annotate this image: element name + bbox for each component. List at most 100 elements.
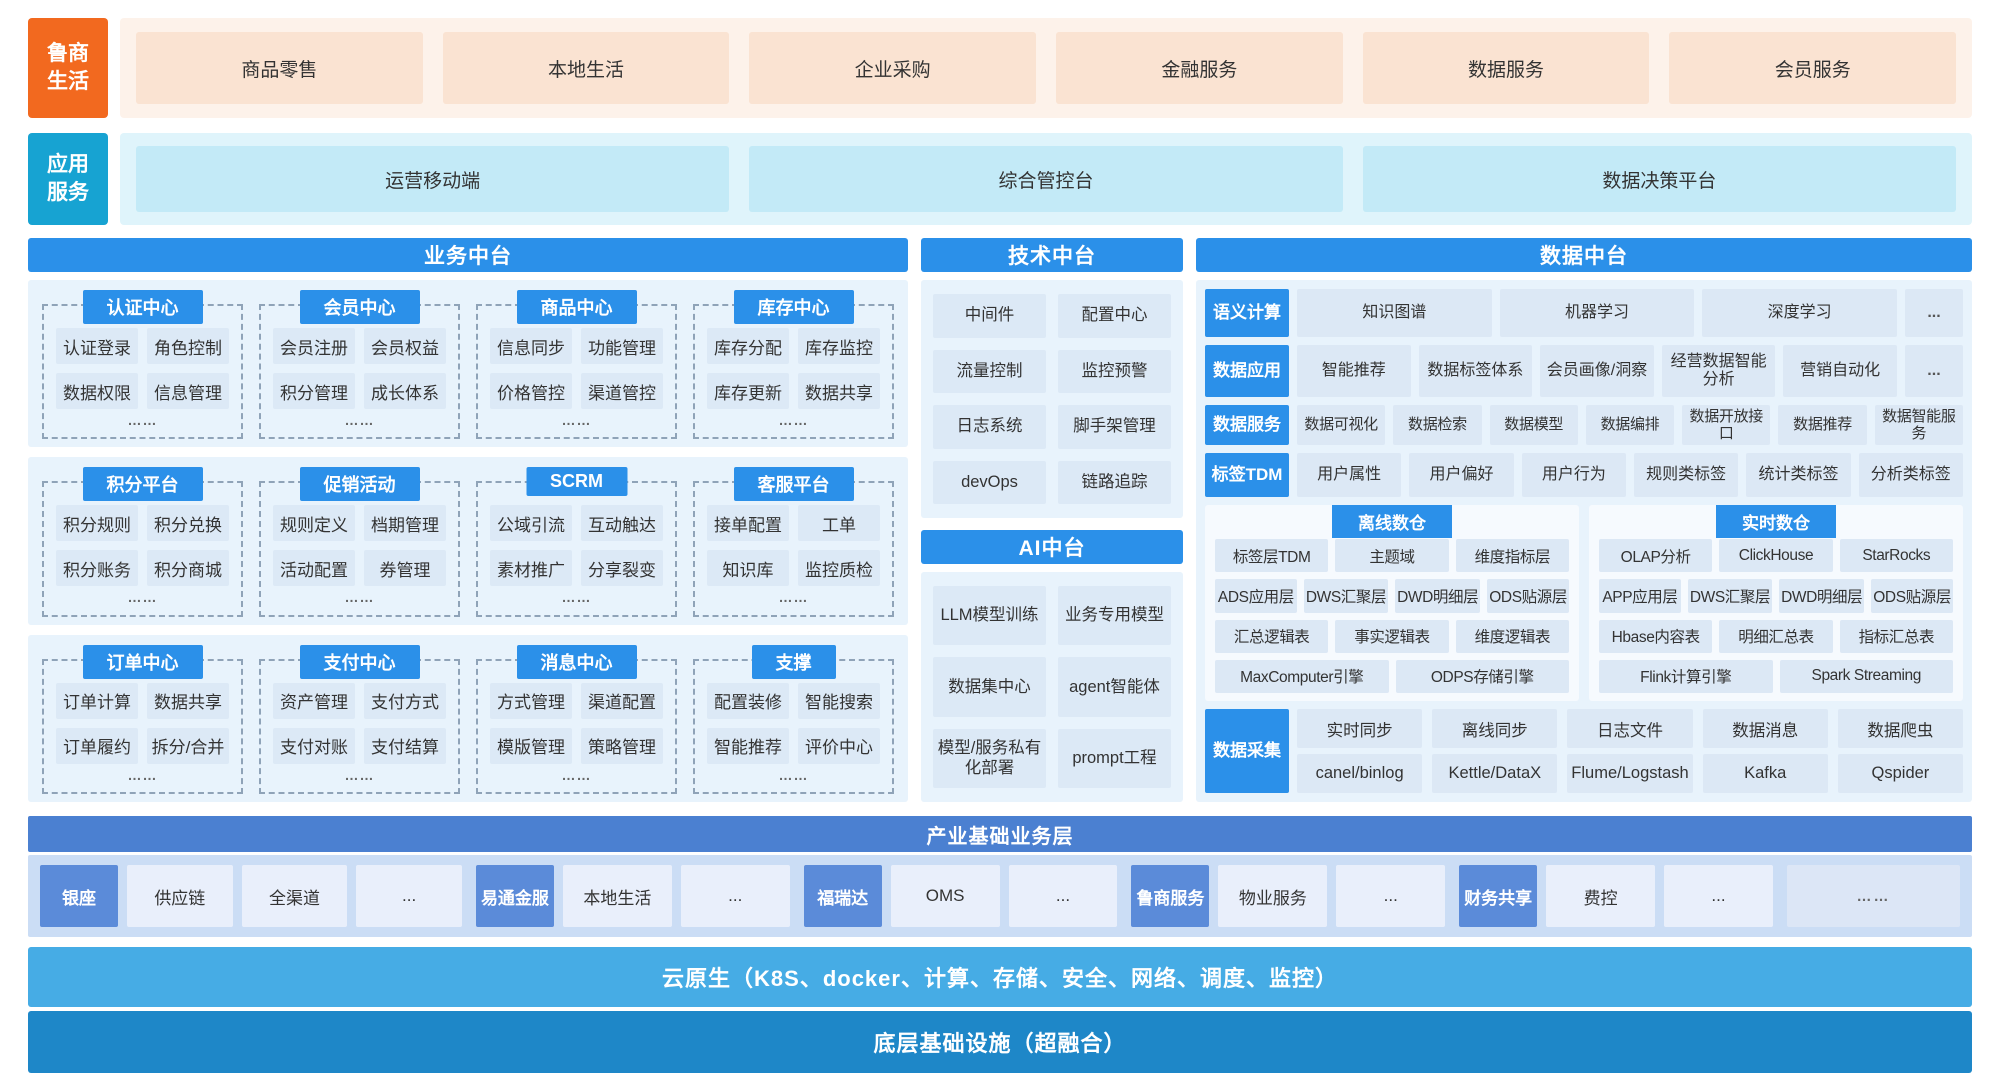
group-item[interactable]: 会员注册 <box>273 328 355 364</box>
group-item[interactable]: 接单配置 <box>707 505 789 542</box>
group-item[interactable]: 库存更新 <box>707 373 789 409</box>
group-item[interactable]: 积分商城 <box>147 550 229 587</box>
data-item[interactable]: 数据推荐 <box>1778 405 1867 445</box>
data-item[interactable]: 会员画像/洞察 <box>1540 345 1654 397</box>
group-item[interactable]: 工单 <box>798 505 880 542</box>
data-item[interactable]: 营销自动化 <box>1783 345 1897 397</box>
tech-item[interactable]: 脚手架管理 <box>1058 405 1171 449</box>
warehouse-item[interactable]: 维度指标层 <box>1455 539 1569 573</box>
group-item[interactable]: 策略管理 <box>581 727 663 764</box>
collection-bottom-item[interactable]: Kettle/DataX <box>1432 754 1558 793</box>
data-item[interactable]: 经营数据智能分析 <box>1661 345 1776 397</box>
group-item[interactable]: 支付结算 <box>364 727 446 764</box>
data-item[interactable]: 数据检索 <box>1393 405 1482 445</box>
group-item[interactable]: 价格管控 <box>490 373 572 409</box>
industry-item[interactable]: 本地生活 <box>562 865 672 927</box>
group-item[interactable]: 公域引流 <box>490 505 572 542</box>
collection-top-item[interactable]: 离线同步 <box>1432 709 1558 748</box>
group-item[interactable]: 监控质检 <box>798 550 880 587</box>
group-item[interactable]: 资产管理 <box>273 682 355 719</box>
group-item[interactable]: 订单履约 <box>56 727 138 764</box>
data-item[interactable]: 用户偏好 <box>1409 453 1514 497</box>
collection-bottom-item[interactable]: canel/binlog <box>1297 754 1423 793</box>
group-item[interactable]: 功能管理 <box>581 328 663 364</box>
ai-item[interactable]: 业务专用模型 <box>1058 586 1171 646</box>
data-item[interactable]: 分析类标签 <box>1858 453 1963 497</box>
tech-item[interactable]: 监控预警 <box>1058 349 1171 393</box>
group-item[interactable]: 认证登录 <box>56 328 138 364</box>
warehouse-item[interactable]: DWS汇聚层 <box>1303 579 1389 613</box>
industry-item[interactable]: 全渠道 <box>241 865 348 927</box>
group-item[interactable]: 信息管理 <box>147 373 229 409</box>
warehouse-item[interactable]: 汇总逻辑表 <box>1215 619 1329 653</box>
tech-item[interactable]: 链路追踪 <box>1058 460 1171 504</box>
ai-item[interactable]: agent智能体 <box>1058 657 1171 717</box>
industry-item[interactable]: ... <box>680 865 790 927</box>
warehouse-item[interactable]: 维度逻辑表 <box>1455 619 1569 653</box>
tech-item[interactable]: devOps <box>933 460 1046 504</box>
data-item[interactable]: 知识图谱 <box>1297 289 1492 337</box>
warehouse-item[interactable]: ODPS存储引擎 <box>1395 659 1569 693</box>
data-item[interactable]: ... <box>1905 289 1964 337</box>
group-item[interactable]: 订单计算 <box>56 682 138 719</box>
warehouse-item[interactable]: ODS贴源层 <box>1871 579 1954 613</box>
data-item[interactable]: 用户行为 <box>1521 453 1626 497</box>
group-item[interactable]: 券管理 <box>364 550 446 587</box>
warehouse-item[interactable]: OLAP分析 <box>1599 539 1713 573</box>
group-item[interactable]: 智能推荐 <box>707 727 789 764</box>
ai-item[interactable]: LLM模型训练 <box>933 586 1046 646</box>
data-item[interactable]: ... <box>1904 345 1963 397</box>
warehouse-item[interactable]: 明细汇总表 <box>1719 619 1833 653</box>
group-item[interactable]: 知识库 <box>707 550 789 587</box>
group-item[interactable]: 模版管理 <box>490 727 572 764</box>
warehouse-item[interactable]: APP应用层 <box>1599 579 1681 613</box>
group-item[interactable]: 积分规则 <box>56 505 138 542</box>
data-item[interactable]: 统计类标签 <box>1746 453 1851 497</box>
warehouse-item[interactable]: 标签层TDM <box>1215 539 1329 573</box>
group-item[interactable]: 渠道配置 <box>581 682 663 719</box>
data-item[interactable]: 数据标签体系 <box>1418 345 1533 397</box>
data-item[interactable]: 数据智能服务 <box>1874 405 1963 445</box>
tech-item[interactable]: 流量控制 <box>933 349 1046 393</box>
industry-item[interactable]: 费控 <box>1546 865 1656 927</box>
collection-bottom-item[interactable]: Flume/Logstash <box>1567 754 1693 793</box>
warehouse-item[interactable]: Spark Streaming <box>1779 659 1953 693</box>
group-item[interactable]: 方式管理 <box>490 682 572 719</box>
app-service-item[interactable]: 数据决策平台 <box>1362 146 1956 212</box>
warehouse-item[interactable]: ODS贴源层 <box>1487 579 1570 613</box>
group-item[interactable]: 数据共享 <box>147 682 229 719</box>
data-item[interactable]: 深度学习 <box>1702 289 1898 337</box>
brand-tab[interactable]: 数据服务 <box>1362 32 1650 104</box>
warehouse-item[interactable]: 主题域 <box>1335 539 1449 573</box>
data-item[interactable]: 数据编排 <box>1585 405 1675 445</box>
data-item[interactable]: 用户属性 <box>1297 453 1402 497</box>
brand-tab[interactable]: 本地生活 <box>442 32 730 104</box>
group-item[interactable]: 智能搜索 <box>798 682 880 719</box>
industry-item[interactable]: 供应链 <box>127 865 233 927</box>
data-item[interactable]: 数据开放接口 <box>1682 405 1771 445</box>
collection-bottom-item[interactable]: Kafka <box>1702 754 1828 793</box>
group-item[interactable]: 互动触达 <box>581 505 663 542</box>
app-service-item[interactable]: 运营移动端 <box>136 146 730 212</box>
tech-item[interactable]: 日志系统 <box>933 405 1046 449</box>
group-item[interactable]: 评价中心 <box>798 727 880 764</box>
group-item[interactable]: 数据共享 <box>798 373 880 409</box>
group-item[interactable]: 数据权限 <box>56 373 138 409</box>
warehouse-item[interactable]: DWD明细层 <box>1395 579 1481 613</box>
group-item[interactable]: 支付对账 <box>273 727 355 764</box>
group-item[interactable]: 积分管理 <box>273 373 355 409</box>
app-service-item[interactable]: 综合管控台 <box>749 146 1343 212</box>
data-item[interactable]: 数据可视化 <box>1297 405 1386 445</box>
brand-tab[interactable]: 会员服务 <box>1669 32 1957 104</box>
warehouse-item[interactable]: StarRocks <box>1839 539 1953 573</box>
industry-item[interactable]: ... <box>1336 865 1446 927</box>
data-item[interactable]: 数据模型 <box>1489 405 1578 445</box>
group-item[interactable]: 活动配置 <box>273 550 355 587</box>
collection-top-item[interactable]: 数据消息 <box>1702 709 1828 748</box>
industry-item[interactable]: ... <box>1664 865 1773 927</box>
brand-tab[interactable]: 企业采购 <box>749 32 1037 104</box>
group-item[interactable]: 积分兑换 <box>147 505 229 542</box>
group-item[interactable]: 分享裂变 <box>581 550 663 587</box>
warehouse-item[interactable]: Hbase内容表 <box>1599 619 1713 653</box>
ai-item[interactable]: prompt工程 <box>1058 728 1171 788</box>
